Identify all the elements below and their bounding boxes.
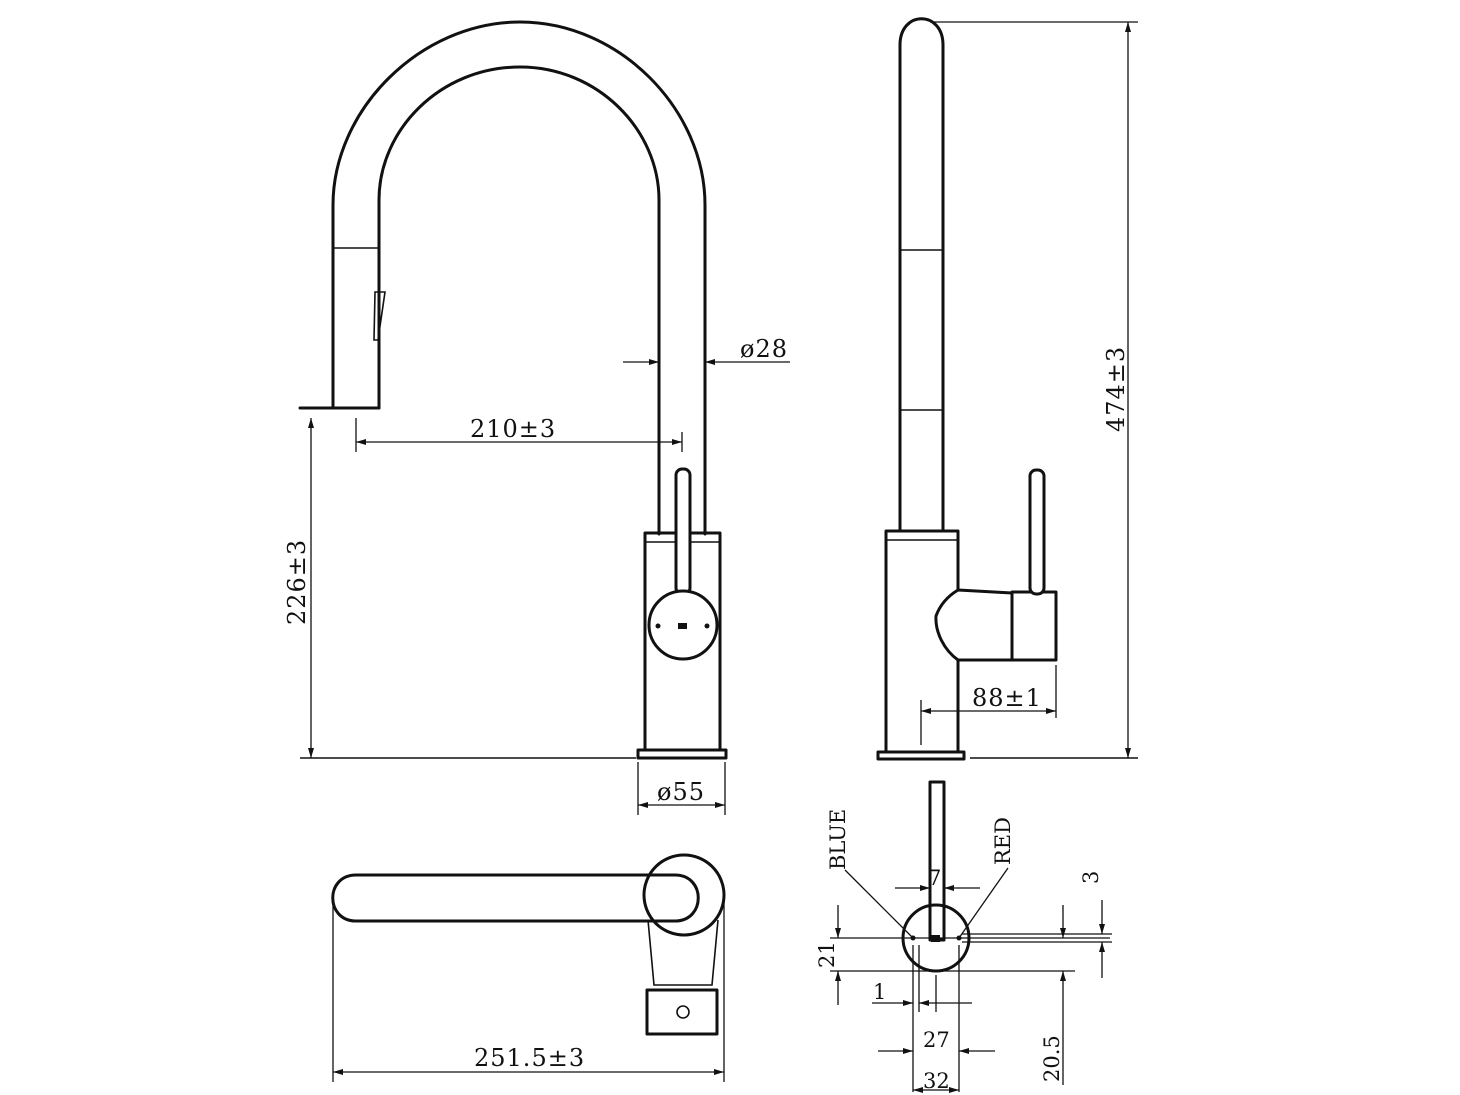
handle-detail-view: BLUE RED 7 3 21 20.5 1 bbox=[815, 780, 1112, 1093]
blue-label: BLUE bbox=[826, 809, 850, 870]
dim-reach-label: 210±3 bbox=[470, 415, 556, 443]
dim-plan-length-label: 251.5±3 bbox=[474, 1044, 585, 1072]
dim-outlet-height-label: 226±3 bbox=[283, 539, 311, 625]
knob-center-mark bbox=[678, 623, 687, 629]
side-view: 474±3 88±1 bbox=[876, 17, 1138, 761]
dim-indicator-vertical-label: 20.5 bbox=[1040, 1035, 1064, 1082]
faucet-base bbox=[636, 748, 728, 760]
dim-base-diameter-label: ø55 bbox=[657, 778, 705, 806]
front-view: ø28 210±3 226±3 ø55 bbox=[283, 20, 790, 815]
lever-handle bbox=[674, 467, 692, 596]
dim-indicator-distance-label: 27 bbox=[923, 1028, 950, 1052]
dim-indicator-gap-label: 3 bbox=[1079, 871, 1103, 884]
dim-indicator-dot-label: 1 bbox=[873, 980, 886, 1004]
dim-lever-offset-label: 88±1 bbox=[972, 684, 1042, 712]
red-label: RED bbox=[991, 817, 1015, 865]
dim-indicator-height-label: 21 bbox=[815, 941, 839, 968]
plan-lever-screw bbox=[676, 1005, 690, 1019]
blue-leader-line bbox=[844, 869, 914, 939]
red-indicator-dot bbox=[704, 623, 710, 629]
detail-lever-shaft bbox=[928, 780, 946, 942]
side-lever-handle bbox=[1028, 468, 1046, 596]
dim-spout-diameter-label: ø28 bbox=[740, 335, 788, 363]
spout-outer-curve bbox=[331, 20, 707, 536]
plan-body-neck bbox=[647, 919, 719, 986]
plan-lever-cap bbox=[645, 988, 719, 1036]
spray-button-icon bbox=[373, 291, 386, 341]
red-leader-line bbox=[958, 867, 1009, 939]
dim-handle-width-label: 32 bbox=[923, 1069, 950, 1093]
side-base bbox=[876, 750, 966, 761]
plan-spout bbox=[331, 873, 700, 923]
dim-handle-offset-label: 7 bbox=[928, 866, 941, 890]
side-lever-cap bbox=[1010, 590, 1058, 662]
spout-inner-curve bbox=[377, 65, 661, 536]
side-lever-hub bbox=[934, 588, 1018, 662]
dim-total-height-label: 474±3 bbox=[1102, 346, 1130, 432]
plan-base-ring bbox=[642, 853, 726, 937]
side-spout bbox=[898, 17, 945, 532]
blue-indicator-dot bbox=[655, 623, 661, 629]
plan-view: 251.5±3 bbox=[331, 853, 726, 1082]
